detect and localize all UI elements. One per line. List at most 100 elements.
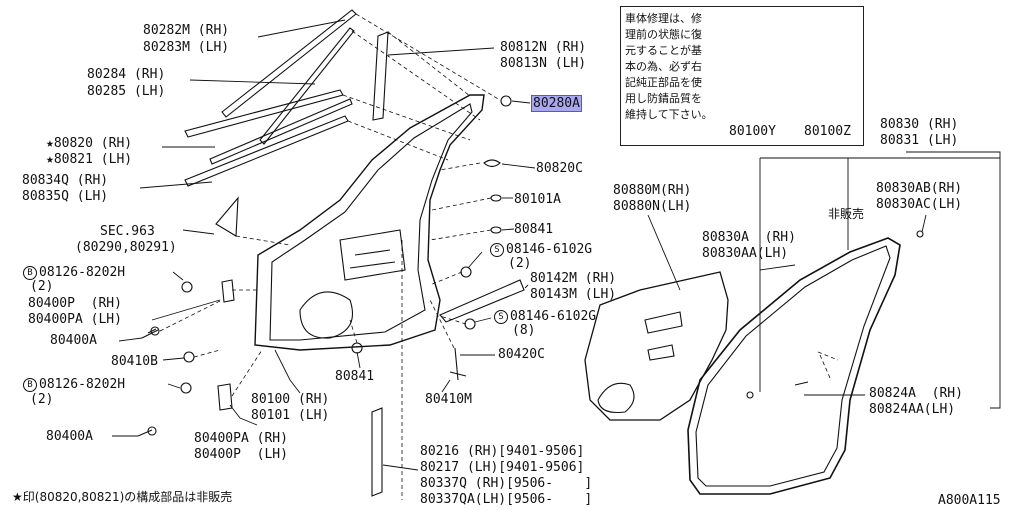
door-trim-80880m bbox=[584, 271, 729, 421]
clip-80280a bbox=[500, 95, 512, 107]
part-80101-label[interactable]: 80101 (LH) bbox=[251, 408, 330, 423]
weatherstrip-80216 bbox=[371, 407, 383, 497]
part-80813n-label[interactable]: 80813N (LH) bbox=[500, 56, 587, 71]
part-80834q-label[interactable]: 80834Q (RH) bbox=[22, 173, 109, 188]
part-80337q-label[interactable]: 80337Q (RH)[9506- ] bbox=[420, 476, 593, 491]
part-80100-label[interactable]: 80100 (RH) bbox=[251, 392, 330, 407]
repair-note-box bbox=[620, 6, 864, 146]
sash-trim-80812n bbox=[372, 31, 389, 121]
bolt-08126-lower bbox=[180, 382, 192, 394]
part-08126-lower-qty: (2) bbox=[30, 392, 54, 407]
part-80400p-label[interactable]: 80400P (RH) bbox=[28, 296, 122, 311]
repair-note-line-2: 理前の状態に復 bbox=[625, 28, 702, 41]
prefix-s-icon: S bbox=[494, 310, 508, 324]
not-sold-label: 非販売 bbox=[828, 207, 865, 221]
part-80100y-label[interactable]: 80100Y bbox=[729, 124, 776, 139]
sec-963-parts: (80290,80291) bbox=[75, 240, 177, 255]
prefix-b-icon: B bbox=[23, 266, 37, 280]
regulator-80142m bbox=[439, 279, 525, 323]
part-80400p-lh-label[interactable]: 80400P (LH) bbox=[194, 447, 288, 462]
weatherstrip-80830 bbox=[687, 237, 901, 495]
part-08146-lower-qty: (8) bbox=[512, 323, 536, 338]
part-80285-label[interactable]: 80285 (LH) bbox=[87, 84, 166, 99]
part-80217-label[interactable]: 80217 (LH)[9401-9506] bbox=[420, 460, 585, 475]
prefix-s-icon: S bbox=[490, 243, 504, 257]
bolt-80410b bbox=[183, 351, 195, 363]
repair-note-line-1: 車体修理は、修 bbox=[625, 12, 702, 25]
part-80831-label[interactable]: 80831 (LH) bbox=[880, 133, 959, 148]
door-frame-80100 bbox=[254, 94, 485, 351]
repair-note-line-3: 元することが基 bbox=[625, 44, 702, 57]
prefix-b-icon: B bbox=[23, 378, 37, 392]
molding-80820 bbox=[184, 89, 344, 138]
part-80410b-label[interactable]: 80410B bbox=[111, 354, 158, 369]
part-08146-upper-number: 08146-6102G bbox=[506, 242, 593, 257]
plug-80101a bbox=[490, 194, 502, 202]
part-80410m-label[interactable]: 80410M bbox=[425, 392, 472, 407]
clip-80830ab bbox=[916, 230, 924, 238]
part-80830-label[interactable]: 80830 (RH) bbox=[880, 117, 959, 132]
part-08126-lower-number: 08126-8202H bbox=[39, 377, 126, 392]
part-80142m-label[interactable]: 80142M (RH) bbox=[530, 271, 617, 286]
bolt-08126-upper bbox=[181, 281, 193, 293]
part-80824aa-label[interactable]: 80824AA(LH) bbox=[869, 402, 956, 417]
repair-note-line-4: 本の為、必ず右 bbox=[625, 60, 702, 73]
part-80282m-label[interactable]: 80282M (RH) bbox=[143, 23, 230, 38]
clip-80820c bbox=[483, 159, 501, 168]
part-80100z-label[interactable]: 80100Z bbox=[804, 124, 851, 139]
part-80400pa-rh-label[interactable]: 80400PA (RH) bbox=[194, 431, 288, 446]
repair-note-line-7: 維持して下さい。 bbox=[625, 108, 713, 121]
part-80830aa-label[interactable]: 80830AA(LH) bbox=[702, 246, 789, 261]
part-80101a-label[interactable]: 80101A bbox=[514, 192, 561, 207]
hinge-upper bbox=[221, 279, 235, 303]
part-80841-label[interactable]: 80841 bbox=[514, 222, 554, 237]
footnote: ★印(80820,80821)の構成部品は非販売 bbox=[12, 490, 233, 504]
part-80841-lower-label[interactable]: 80841 bbox=[335, 369, 375, 384]
part-80337qa-label[interactable]: 80337QA(LH)[9506- ] bbox=[420, 492, 593, 507]
part-80400a-label-2[interactable]: 80400A bbox=[46, 429, 93, 444]
part-80820c-label[interactable]: 80820C bbox=[536, 161, 583, 176]
part-80830a-label[interactable]: 80830A (RH) bbox=[702, 230, 796, 245]
repair-note-line-5: 記純正部品を使 bbox=[625, 76, 702, 89]
molding-80834q bbox=[184, 115, 349, 187]
part-80216-label[interactable]: 80216 (RH)[9401-9506] bbox=[420, 444, 585, 459]
part-80835q-label[interactable]: 80835Q (LH) bbox=[22, 189, 109, 204]
mirror-cover bbox=[215, 196, 239, 237]
part-08146-upper-qty: (2) bbox=[508, 256, 532, 271]
part-80400pa-label[interactable]: 80400PA (LH) bbox=[28, 312, 122, 327]
bolt-80400a-1 bbox=[141, 328, 159, 339]
part-80143m-label[interactable]: 80143M (LH) bbox=[530, 287, 617, 302]
bolt-08146-a bbox=[460, 266, 472, 278]
part-80830ab-label[interactable]: 80830AB(RH) bbox=[876, 181, 963, 196]
rod-80420c bbox=[449, 347, 467, 381]
part-80420c-label[interactable]: 80420C bbox=[498, 347, 545, 362]
part-80280a-label[interactable]: 80280A bbox=[531, 95, 582, 112]
part-80821-label[interactable]: ★80821 (LH) bbox=[46, 152, 133, 167]
hinge-lower bbox=[217, 383, 233, 411]
part-80284-label[interactable]: 80284 (RH) bbox=[87, 67, 166, 82]
part-08146-lower-number: 08146-6102G bbox=[510, 309, 597, 324]
plug-80841 bbox=[490, 226, 502, 234]
part-80830ac-label[interactable]: 80830AC(LH) bbox=[876, 197, 963, 212]
part-80280a-highlight: 80280A bbox=[531, 95, 582, 112]
clip-80824a bbox=[794, 381, 809, 386]
part-80400a-label-1[interactable]: 80400A bbox=[50, 333, 97, 348]
diagram-code: A800A115 bbox=[938, 493, 1001, 508]
part-80283m-label[interactable]: 80283M (LH) bbox=[143, 40, 230, 55]
part-80880n-label[interactable]: 80880N(LH) bbox=[613, 199, 692, 214]
bolt-08146-b bbox=[464, 318, 476, 330]
bolt-80400a-2 bbox=[137, 429, 153, 437]
part-80824a-label[interactable]: 80824A (RH) bbox=[869, 386, 963, 401]
part-80812n-label[interactable]: 80812N (RH) bbox=[500, 40, 587, 55]
part-80820-label[interactable]: ★80820 (RH) bbox=[46, 136, 133, 151]
sec-963-label[interactable]: SEC.963 bbox=[100, 224, 155, 239]
plug-80841-b bbox=[351, 342, 363, 354]
part-08126-upper-qty: (2) bbox=[30, 279, 54, 294]
molding-80282m bbox=[221, 9, 357, 118]
part-80880m-label[interactable]: 80880M(RH) bbox=[613, 183, 692, 198]
